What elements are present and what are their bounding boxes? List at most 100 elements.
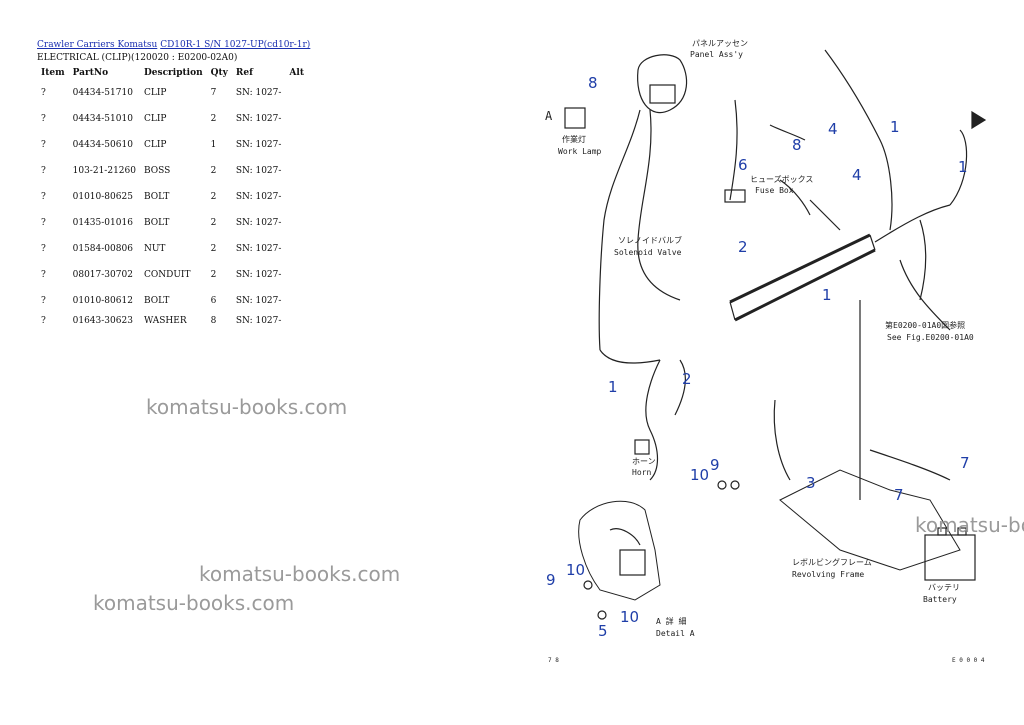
cell-description: BOLT bbox=[143, 218, 170, 228]
col-header-alt: Alt bbox=[289, 68, 304, 78]
callout-number: 9 bbox=[546, 571, 556, 589]
cell-description: CLIP bbox=[143, 114, 167, 124]
cell-qty: 2 bbox=[210, 166, 217, 176]
cell-alt bbox=[285, 106, 308, 132]
breadcrumb: Crawler Carriers Komatsu CD10R-1 S/N 102… bbox=[37, 40, 310, 50]
callout-number: 1 bbox=[608, 378, 618, 396]
cell-alt bbox=[285, 262, 308, 288]
table-row: ? 01010-80625 BOLT 2 SN: 1027- bbox=[37, 184, 308, 210]
cell-description: BOLT bbox=[143, 296, 170, 306]
breadcrumb-link-model[interactable]: CD10R-1 S/N 1027-UP(cd10r-1r) bbox=[160, 40, 311, 50]
cell-item: ? bbox=[41, 244, 46, 254]
label-battery-en: Battery bbox=[923, 595, 957, 604]
label-solenoid-en: Solenoid Valve bbox=[614, 248, 682, 257]
cell-ref: SN: 1027- bbox=[235, 140, 282, 150]
cell-qty: 2 bbox=[210, 114, 217, 124]
callout-number: 2 bbox=[682, 370, 692, 388]
label-worklamp-en: Work Lamp bbox=[558, 147, 602, 156]
cell-qty: 8 bbox=[210, 316, 217, 326]
cell-partno: 04434-50610 bbox=[72, 140, 133, 150]
callout-number: 1 bbox=[890, 118, 900, 136]
cell-qty: 2 bbox=[210, 192, 217, 202]
page-subtitle: ELECTRICAL (CLIP)(120020 : E0200-02A0) bbox=[37, 53, 238, 63]
callout-number: 7 bbox=[960, 454, 970, 472]
cell-item: ? bbox=[41, 88, 46, 98]
cell-partno: 04434-51010 bbox=[72, 114, 133, 124]
cell-ref: SN: 1027- bbox=[235, 166, 282, 176]
table-row: ? 01643-30623 WASHER 8 SN: 1027- bbox=[37, 314, 308, 328]
col-header-description: Description bbox=[143, 68, 203, 78]
callout-number: 10 bbox=[566, 561, 585, 579]
label-fusebox-en: Fuse Box bbox=[755, 186, 794, 195]
label-frame-en: Revolving Frame bbox=[792, 570, 864, 579]
cell-partno: 04434-51710 bbox=[72, 88, 133, 98]
cell-alt bbox=[285, 210, 308, 236]
cell-description: CLIP bbox=[143, 140, 167, 150]
label-solenoid-jp: ソレノイドバルブ bbox=[618, 235, 682, 245]
cell-item: ? bbox=[41, 316, 46, 326]
callout-number: 1 bbox=[958, 158, 968, 176]
cell-qty: 7 bbox=[210, 88, 217, 98]
callout-number: 5 bbox=[598, 622, 608, 640]
cell-alt bbox=[285, 288, 308, 314]
callout-number: 9 bbox=[710, 456, 720, 474]
watermark-text: komatsu-books.com bbox=[199, 562, 401, 586]
cell-item: ? bbox=[41, 296, 46, 306]
label-battery-jp: バッテリ bbox=[928, 583, 960, 592]
callout-number: 2 bbox=[738, 238, 748, 256]
cell-alt bbox=[285, 158, 308, 184]
table-row: ? 04434-50610 CLIP 1 SN: 1027- bbox=[37, 132, 308, 158]
col-header-partno: PartNo bbox=[72, 68, 109, 78]
cell-alt bbox=[285, 184, 308, 210]
cell-partno: 01584-00806 bbox=[72, 244, 133, 254]
callout-number: 4 bbox=[828, 120, 838, 138]
table-row: ? 103-21-21260 BOSS 2 SN: 1027- bbox=[37, 158, 308, 184]
label-horn-jp: ホーン bbox=[632, 457, 656, 466]
label-horn-en: Horn bbox=[632, 468, 651, 477]
label-seefig-jp: 第E0200-01A0図参照 bbox=[885, 320, 965, 330]
table-header-row: Item PartNo Description Qty Ref Alt bbox=[37, 66, 308, 80]
label-frame-jp: レボルビングフレーム bbox=[792, 557, 872, 567]
cell-partno: 01435-01016 bbox=[72, 218, 133, 228]
cell-partno: 01643-30623 bbox=[72, 316, 133, 326]
cell-item: ? bbox=[41, 114, 46, 124]
col-header-item: Item bbox=[41, 68, 65, 78]
cell-alt bbox=[285, 80, 308, 106]
label-panel-jp: パネルアッセン bbox=[692, 39, 748, 48]
table-row: ? 08017-30702 CONDUIT 2 SN: 1027- bbox=[37, 262, 308, 288]
cell-qty: 2 bbox=[210, 270, 217, 280]
cell-description: BOSS bbox=[143, 166, 171, 176]
callout-number: 10 bbox=[690, 466, 709, 484]
callout-number: 3 bbox=[806, 474, 816, 492]
cell-ref: SN: 1027- bbox=[235, 296, 282, 306]
watermark-text: komatsu-books.com bbox=[93, 591, 295, 615]
watermark-text: komatsu-books.com bbox=[915, 513, 1024, 537]
breadcrumb-link-catalog[interactable]: Crawler Carriers Komatsu bbox=[37, 40, 158, 50]
cell-ref: SN: 1027- bbox=[235, 218, 282, 228]
wiring-diagram: パネルアッセン Panel Ass'y 作業灯 Work Lamp ヒューズボッ… bbox=[545, 39, 987, 664]
col-header-ref: Ref bbox=[235, 68, 253, 78]
cell-item: ? bbox=[41, 140, 46, 150]
label-panel-en: Panel Ass'y bbox=[690, 50, 743, 59]
cell-qty: 2 bbox=[210, 218, 217, 228]
cell-ref: SN: 1027- bbox=[235, 244, 282, 254]
callout-number: 7 bbox=[894, 486, 904, 504]
cell-ref: SN: 1027- bbox=[235, 192, 282, 202]
cell-ref: SN: 1027- bbox=[235, 88, 282, 98]
cell-item: ? bbox=[41, 270, 46, 280]
cell-qty: 2 bbox=[210, 244, 217, 254]
cell-partno: 103-21-21260 bbox=[72, 166, 136, 176]
cell-item: ? bbox=[41, 192, 46, 202]
label-fusebox-jp: ヒューズボックス bbox=[750, 174, 813, 184]
label-page-right: E 0 0 0 4 bbox=[952, 657, 985, 664]
label-detail-jp: A 詳 細 bbox=[656, 616, 686, 626]
cell-partno: 01010-80625 bbox=[72, 192, 133, 202]
label-page-left: 7 8 bbox=[548, 657, 559, 664]
table-row: ? 04434-51010 CLIP 2 SN: 1027- bbox=[37, 106, 308, 132]
callout-number: 8 bbox=[588, 74, 598, 92]
label-detail-en: Detail A bbox=[656, 629, 695, 638]
cell-alt bbox=[285, 236, 308, 262]
cell-description: BOLT bbox=[143, 192, 170, 202]
wire-harness bbox=[564, 49, 987, 620]
cell-partno: 01010-80612 bbox=[72, 296, 133, 306]
